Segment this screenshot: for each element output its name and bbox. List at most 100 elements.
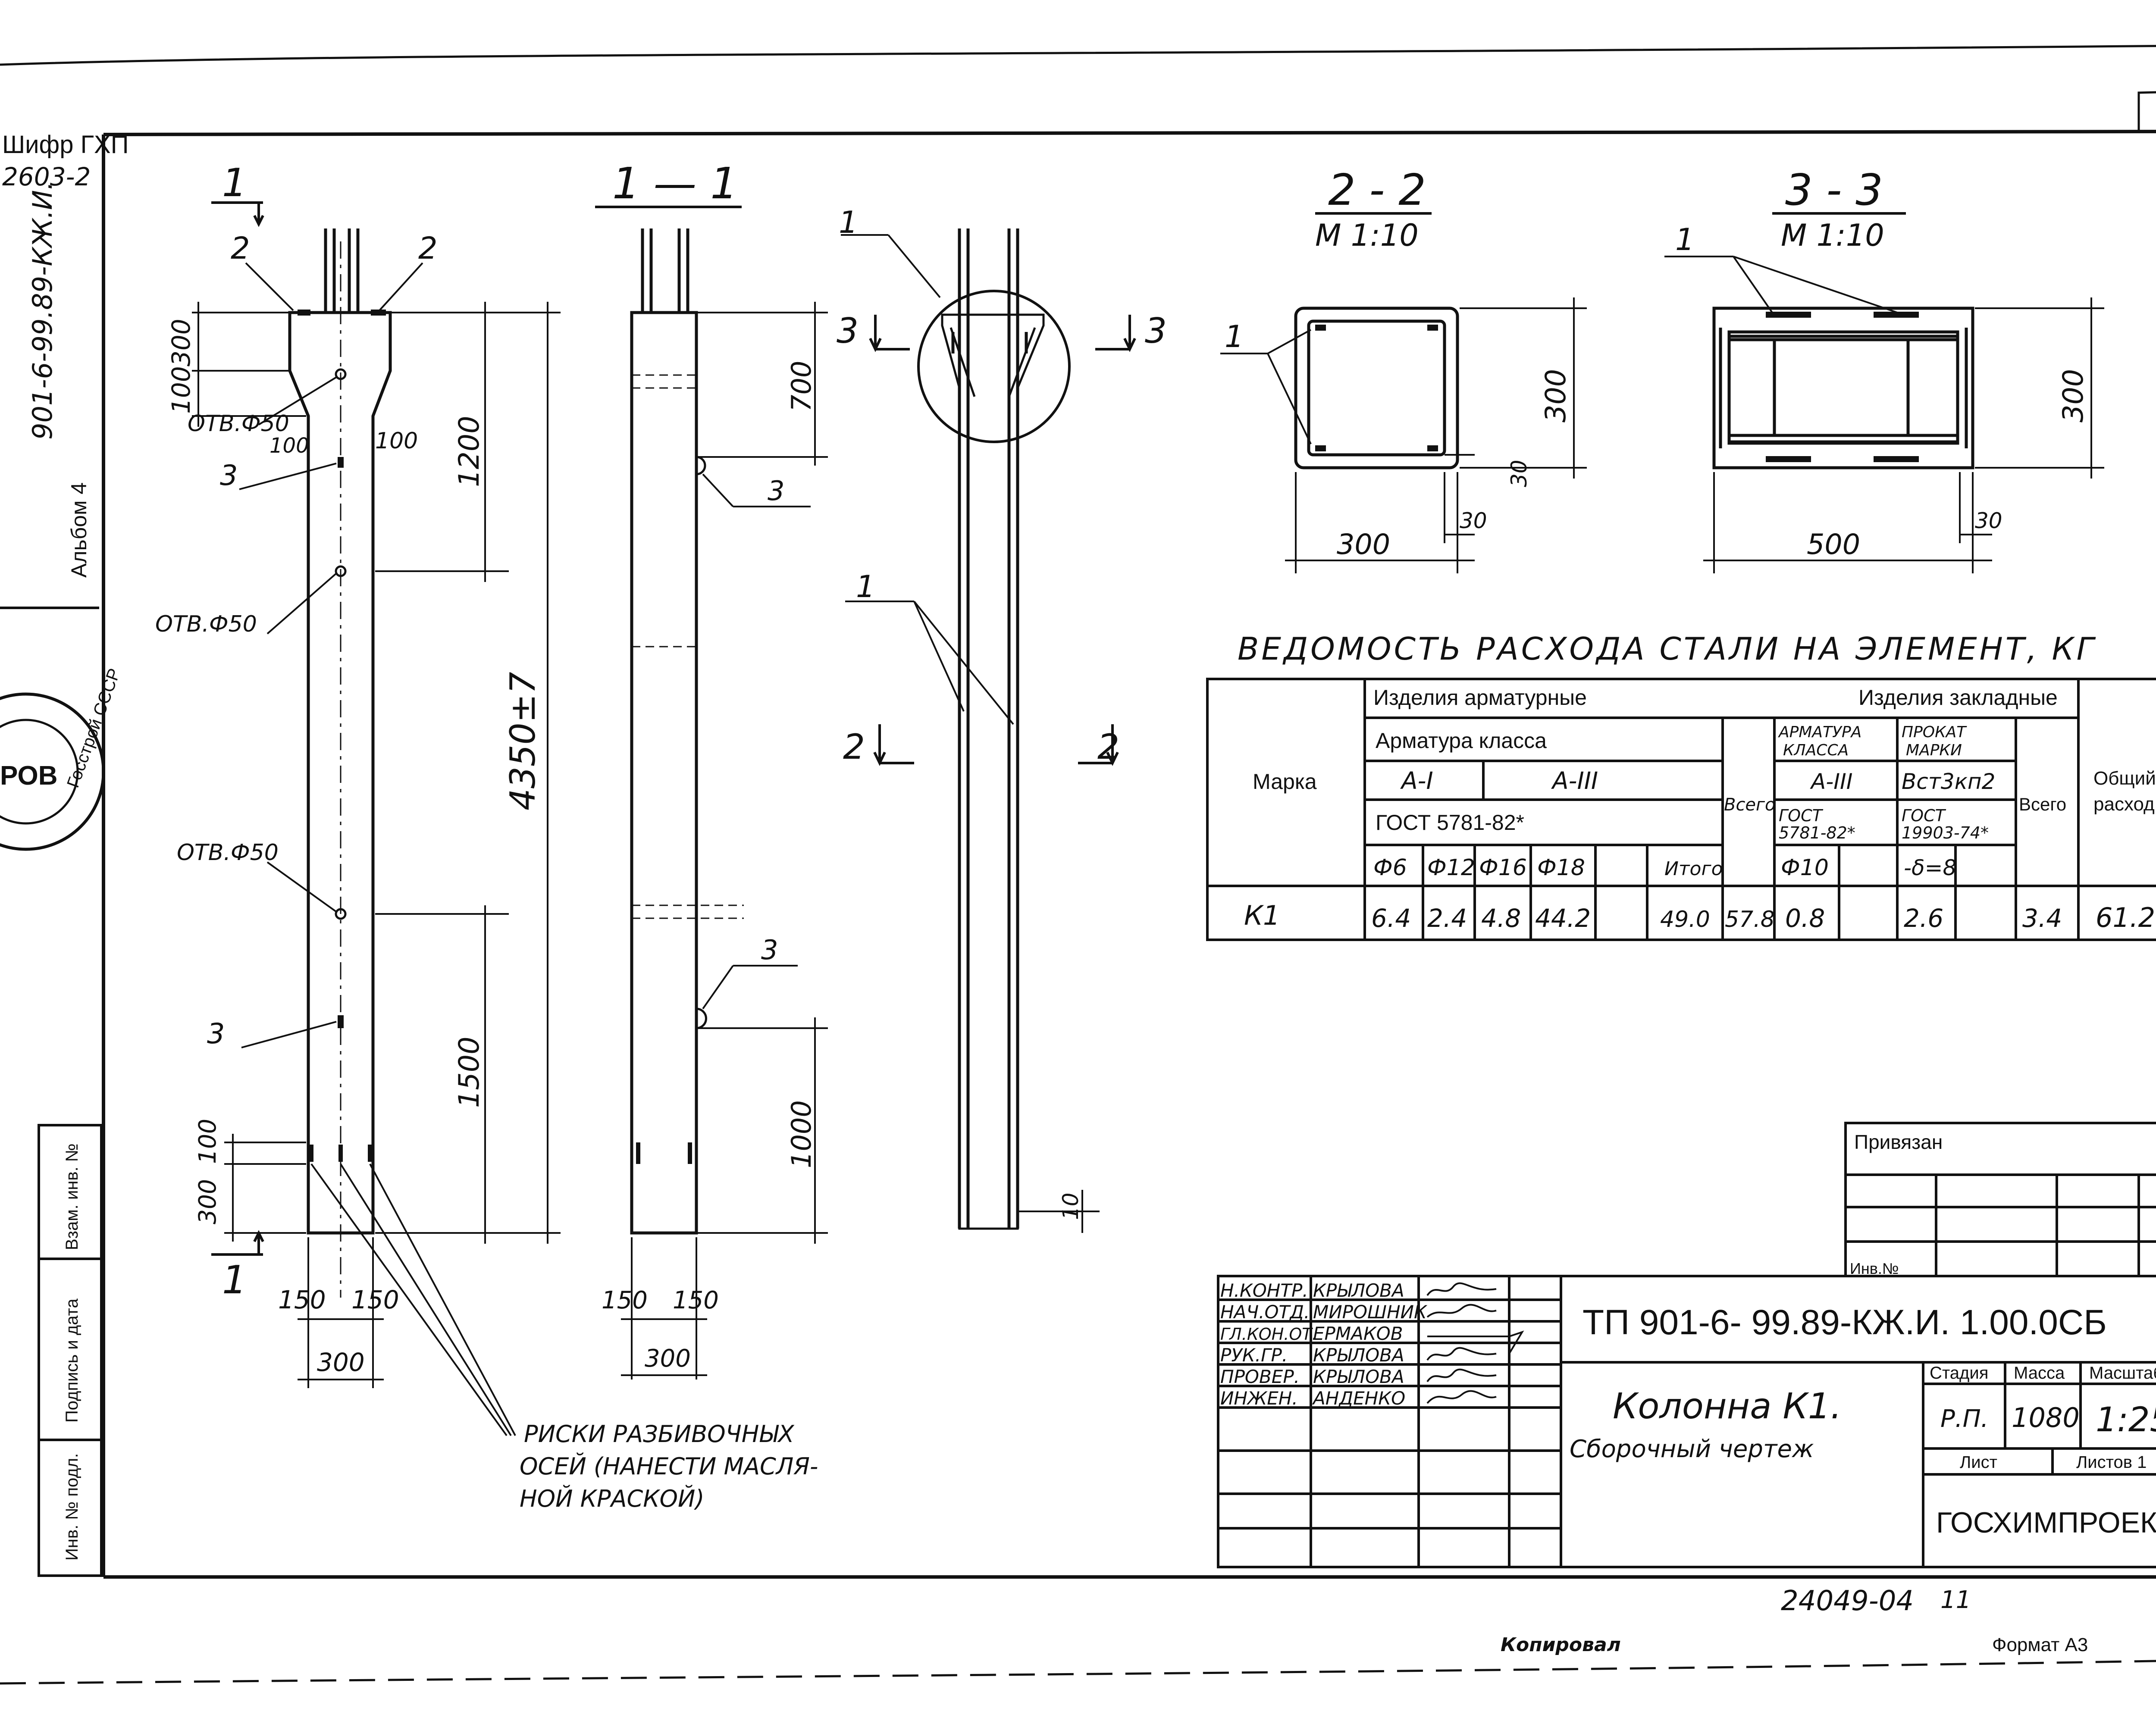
reinforcement-view: 1 1 3 3 2 2 10	[837, 205, 1167, 1233]
sec22-dim-30-h: 30	[1460, 508, 1487, 533]
side-code: Шифр ГХП	[2, 131, 128, 159]
elev-dim-100-right: 100	[375, 428, 418, 454]
elev-dim-1500: 1500	[453, 1037, 486, 1108]
th-izd-zakl: Изделия закладные	[1858, 685, 2058, 710]
elev-dim-300-width: 300	[317, 1348, 365, 1377]
row-val-0: 6.4	[1371, 904, 1411, 933]
top-edge-lines	[0, 45, 2156, 1685]
th-prokat-line2: МАРКИ	[1906, 741, 1962, 759]
cut2-right: 2	[1097, 727, 1119, 767]
cut2-left: 2	[843, 727, 865, 767]
sidebar-box-1: Взам. инв. №	[63, 1143, 81, 1250]
reinf-dim-10: 10	[1058, 1192, 1083, 1220]
signatures	[1426, 1282, 1524, 1404]
column-elevation: 1 1 2 2 300 100 ОТВ.Ф50 100 100 3 ОТВ.Ф5…	[155, 160, 818, 1512]
col-masshtab: Масштаб	[2089, 1364, 2156, 1383]
sec11-mark-3-low: 3	[761, 934, 778, 966]
side-project: 901-6-99.89-КЖ.И.	[27, 181, 58, 440]
sec22-dim-30-v: 30	[1507, 460, 1532, 487]
th-sub-2: Ф16	[1479, 855, 1527, 881]
sec11-dim-150-left: 150	[602, 1286, 648, 1314]
th-arm-kl2-line2: КЛАССА	[1783, 741, 1849, 759]
footer-number: 24049-04	[1781, 1585, 1914, 1617]
name-5: АНДЕНКО	[1312, 1388, 1405, 1409]
elev-dim-300-bot: 300	[194, 1179, 221, 1224]
role-5: ИНЖЕН.	[1220, 1388, 1298, 1409]
elev-mark-3-low: 3	[207, 1018, 225, 1050]
elev-dim-1200: 1200	[453, 416, 486, 487]
th-arm-klassa: Арматура класса	[1376, 729, 1547, 753]
th-sub-8: -δ=8	[1904, 855, 1956, 880]
name-4: КРЫЛОВА	[1313, 1366, 1404, 1387]
th-vst: Вст3кп2	[1902, 769, 1995, 794]
elev-hole-mid: ОТВ.Ф50	[155, 611, 257, 637]
row-val-3: 44.2	[1535, 904, 1591, 933]
val-masshtab: 1:25	[2096, 1401, 2156, 1439]
privyazan-block: Привязан Инв.№	[1844, 1122, 2156, 1277]
role-4: ПРОВЕР.	[1220, 1366, 1300, 1387]
role-2: ГЛ.КОН.ОТ.	[1220, 1325, 1317, 1344]
title-line-1: Колонна К1.	[1613, 1386, 1842, 1427]
sec22-mark-1: 1	[1225, 319, 1244, 354]
th-gost3-line1: ГОСТ	[1902, 806, 1946, 825]
note-line-2: ОСЕЙ (НАНЕСТИ МАСЛЯ-	[520, 1453, 818, 1480]
cut3-left: 3	[837, 311, 859, 351]
th-izd-arm: Изделия арматурные	[1373, 685, 1587, 710]
th-gost3-line2: 19903-74*	[1902, 823, 1989, 842]
th-a3: А-III	[1551, 767, 1598, 795]
th-vsego2: Всего	[2019, 794, 2066, 814]
th-gost2-line2: 5781-82*	[1779, 823, 1855, 842]
sec11-dim-1000: 1000	[786, 1100, 817, 1168]
sec22-title: 2 - 2	[1328, 165, 1426, 215]
name-3: КРЫЛОВА	[1313, 1345, 1404, 1366]
elev-dim-150-left: 150	[278, 1285, 326, 1314]
name-2: ЕРМАКОВ	[1313, 1323, 1403, 1344]
note-line-1: РИСКИ РАЗБИВОЧНЫХ	[524, 1420, 794, 1448]
col-massa: Масса	[2014, 1364, 2065, 1383]
listov-label: Листов 1	[2076, 1453, 2147, 1472]
elev-dim-150-right: 150	[351, 1285, 399, 1314]
footer-copied: Копировал	[1501, 1634, 1621, 1656]
elev-dim-4350: 4350±7	[503, 672, 543, 810]
val-stadia: Р.П.	[1940, 1405, 1988, 1433]
section-3-3: 3 - 3 М 1:10	[1664, 165, 2104, 573]
organization: ГОСХИМПРОЕКТ	[1936, 1506, 2156, 1539]
sec33-mark-1: 1	[1675, 222, 1695, 257]
sec22-scale: М 1:10	[1315, 218, 1419, 253]
th-gost2-line1: ГОСТ	[1779, 806, 1824, 825]
sec22-dim-300-h: 300	[1337, 529, 1390, 561]
th-a1: А-I	[1400, 767, 1433, 795]
side-code-num: 2603-2	[2, 162, 91, 191]
th-arm-kl2-line1: АРМАТУРА	[1778, 723, 1861, 741]
th-sub-6: Ф10	[1781, 855, 1829, 881]
name-0: КРЫЛОВА	[1313, 1280, 1404, 1301]
side-album: Альбом 4	[67, 482, 91, 578]
row-val-9: 2.6	[1904, 904, 1943, 933]
elev-mark-2-right: 2	[418, 231, 438, 266]
sec33-dim-300-v: 300	[2057, 369, 2090, 422]
elev-dim-100-left: 100	[270, 434, 309, 458]
role-1: НАЧ.ОТД.	[1220, 1301, 1310, 1323]
sec11-dim-150-right: 150	[673, 1286, 719, 1314]
sec33-dim-30-h: 30	[1975, 508, 2002, 533]
elev-mark-3-top: 3	[220, 460, 238, 492]
row-val-11: 3.4	[2022, 904, 2062, 933]
th-sub-3: Ф18	[1537, 855, 1585, 881]
elev-hole-low: ОТВ.Ф50	[177, 840, 279, 866]
row-val-2: 4.8	[1481, 904, 1521, 933]
row-val-6: 57.8	[1725, 907, 1775, 932]
list-label: Лист	[1960, 1453, 1997, 1472]
val-massa: 1080	[2012, 1402, 2080, 1433]
elev-section-mark: 1	[222, 160, 247, 206]
elev-dim-100: 100	[166, 366, 196, 414]
cut3-right: 3	[1145, 311, 1167, 351]
elev-hole-top: ОТВ.Ф50	[188, 411, 289, 437]
section-1-1: 1 — 1	[595, 158, 828, 1380]
th-obsh-line1: Общий	[2093, 768, 2156, 789]
sheet-frame	[102, 130, 2156, 1579]
sec22-dim-300-v: 300	[1540, 369, 1572, 422]
sec33-dim-500-h: 500	[1807, 529, 1860, 561]
footer-format: Формат А3	[1992, 1634, 2088, 1655]
th-a3-2: А-III	[1810, 769, 1852, 794]
col-stadia: Стадия	[1930, 1364, 1988, 1383]
